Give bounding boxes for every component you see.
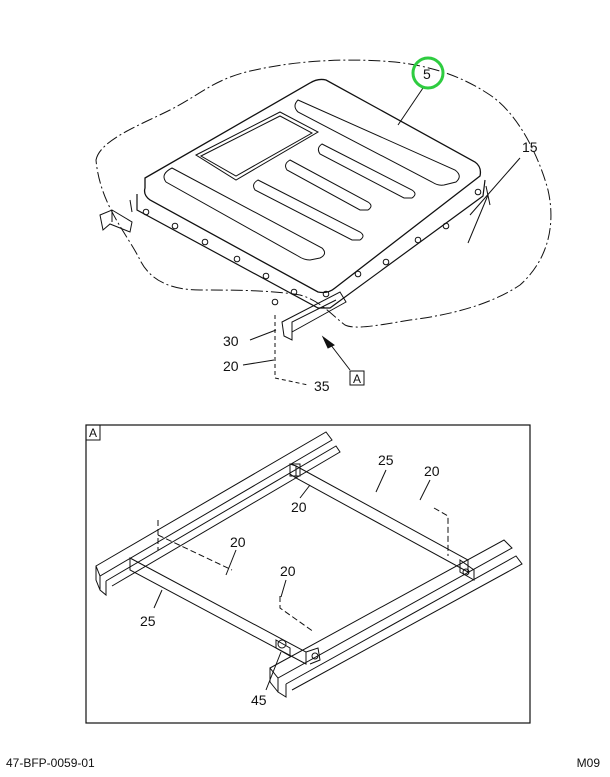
- callout-30: 30: [223, 333, 239, 349]
- callout-20-center: 20: [280, 563, 296, 579]
- detail-title-box: [85, 424, 101, 441]
- callout-20: 20: [223, 358, 239, 374]
- long-rail-lower: [269, 539, 523, 698]
- callout-45: 45: [251, 692, 267, 708]
- callout-25-right: 25: [378, 452, 394, 468]
- long-rail-upper: [95, 431, 341, 597]
- view-marker-label: A: [353, 372, 361, 386]
- callout-20-mid: 20: [291, 499, 307, 515]
- support-rail-left: [99, 209, 133, 233]
- highlight-circle: [411, 56, 445, 90]
- phantom-floor-outline: [95, 59, 552, 328]
- cross-member-left: [129, 557, 321, 665]
- callout-20-right: 20: [424, 463, 440, 479]
- sheet-code: M09: [576, 756, 600, 770]
- callout-35: 35: [314, 378, 330, 394]
- view-marker-box: [349, 370, 365, 386]
- document-code: 47-BFP-0059-01: [6, 756, 95, 770]
- detail-frame: [85, 424, 531, 724]
- detail-title-label: A: [89, 426, 97, 440]
- callout-20-left: 20: [230, 534, 246, 550]
- callout-25-left: 25: [140, 613, 156, 629]
- callout-5: 5: [423, 66, 431, 82]
- support-rail-center: [281, 291, 347, 341]
- cross-member-right: [289, 463, 475, 581]
- battery-cover-plate: [129, 78, 491, 309]
- callout-15: 15: [522, 139, 538, 155]
